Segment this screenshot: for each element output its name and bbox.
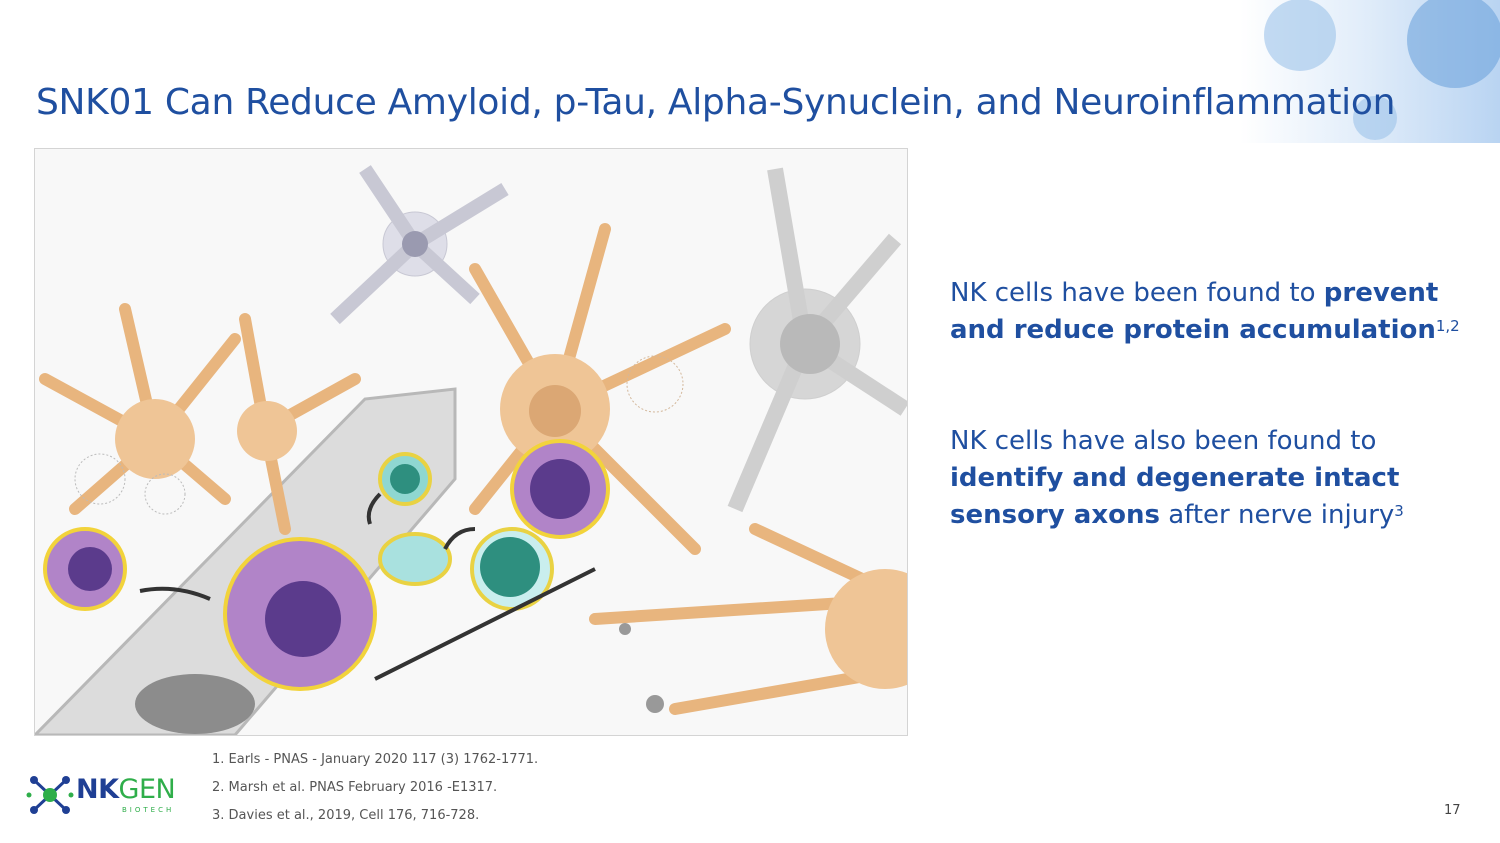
references: 1. Earls - PNAS - January 2020 117 (3) 1… bbox=[212, 746, 538, 830]
point-protein-accumulation: NK cells have been found to prevent and … bbox=[950, 275, 1480, 349]
reference-item: 2. Marsh et al. PNAS February 2016 -E131… bbox=[212, 780, 498, 795]
point-emphasis: identify and degenerate intact sensory a… bbox=[950, 463, 1400, 530]
reference-item: 1. Earls - PNAS - January 2020 117 (3) 1… bbox=[212, 752, 539, 767]
citation-superscript: 3 bbox=[1394, 502, 1404, 520]
page-number: 17 bbox=[1444, 803, 1461, 818]
neuro-illustration bbox=[34, 148, 908, 736]
nkgen-logo: NKGEN BIOTECH bbox=[26, 772, 186, 818]
molecule-icon bbox=[26, 776, 74, 814]
decorative-corner-image bbox=[1240, 0, 1500, 143]
point-sensory-axons: NK cells have also been found to identif… bbox=[950, 423, 1480, 534]
logo-subtitle: BIOTECH bbox=[122, 806, 175, 814]
point-emphasis: prevent and reduce protein accumulation bbox=[950, 278, 1439, 345]
slide-title: SNK01 Can Reduce Amyloid, p-Tau, Alpha-S… bbox=[36, 82, 1396, 124]
point-text-tail: after nerve injury bbox=[1159, 500, 1395, 530]
reference-item: 3. Davies et al., 2019, Cell 176, 716-72… bbox=[212, 808, 480, 823]
point-text: NK cells have been found to bbox=[950, 278, 1324, 308]
point-text: NK cells have also been found to bbox=[950, 426, 1377, 456]
citation-superscript: 1,2 bbox=[1435, 317, 1460, 335]
logo-wordmark: NKGEN bbox=[76, 774, 176, 805]
